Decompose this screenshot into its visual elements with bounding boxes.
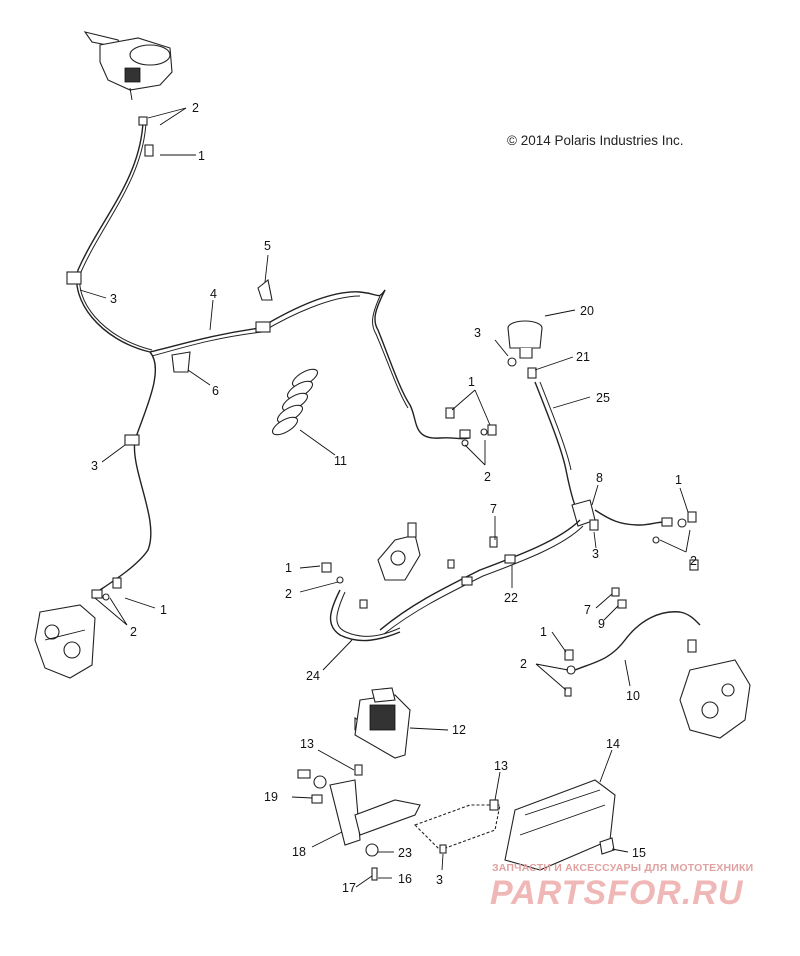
callout-3: 3 xyxy=(91,459,98,473)
front-brake-hose-left xyxy=(76,121,156,591)
callout-12: 12 xyxy=(452,723,466,737)
callout-7: 7 xyxy=(584,603,591,617)
callout-8: 8 xyxy=(596,471,603,485)
callout-1: 1 xyxy=(675,473,682,487)
master-cylinder-handlebar xyxy=(83,31,173,101)
callout-10: 10 xyxy=(626,689,640,703)
callout-14: 14 xyxy=(606,737,620,751)
rear-brake-hose-10 xyxy=(574,611,701,671)
callout-3: 3 xyxy=(592,547,599,561)
watermark-logo: PARTSFOR.RU xyxy=(490,874,744,912)
brake-fluid-reservoir xyxy=(507,320,543,367)
callout-2: 2 xyxy=(192,101,199,115)
hose-clip-21 xyxy=(527,367,537,379)
callout-2: 2 xyxy=(520,657,527,671)
callout-20: 20 xyxy=(580,304,594,318)
brake-line-24 xyxy=(329,589,401,642)
brake-line-4 xyxy=(149,289,386,353)
leader-lines xyxy=(79,107,691,888)
callout-22: 22 xyxy=(504,591,518,605)
watermark-subtitle: ЗАПЧАСТИ И АКСЕССУАРЫ ДЛЯ МОТОТЕХНИКИ xyxy=(492,862,754,874)
hose-clamps-11 xyxy=(271,368,319,436)
center-fittings xyxy=(445,407,497,447)
copyright-text: © 2014 Polaris Industries Inc. xyxy=(507,133,684,148)
callout-4: 4 xyxy=(210,287,217,301)
proportioning-valve xyxy=(377,522,421,581)
callout-19: 19 xyxy=(264,790,278,804)
callout-2: 2 xyxy=(285,587,292,601)
callout-7: 7 xyxy=(490,502,497,516)
callout-21: 21 xyxy=(576,350,590,364)
hose-fittings xyxy=(66,116,154,601)
callout-1: 1 xyxy=(468,375,475,389)
callout-3: 3 xyxy=(110,292,117,306)
callout-16: 16 xyxy=(398,872,412,886)
callout-1: 1 xyxy=(198,149,205,163)
abs-module xyxy=(354,687,411,759)
callout-15: 15 xyxy=(632,846,646,860)
callout-2: 2 xyxy=(484,470,491,484)
callout-13: 13 xyxy=(300,737,314,751)
rear-caliper xyxy=(679,659,751,739)
callout-1: 1 xyxy=(285,561,292,575)
callout-25: 25 xyxy=(596,391,610,405)
callout-5: 5 xyxy=(264,239,271,253)
abs-bracket xyxy=(297,764,421,881)
brake-line-22 xyxy=(379,519,581,631)
callout-6: 6 xyxy=(212,384,219,398)
abs-cover xyxy=(504,779,616,871)
front-caliper-left xyxy=(34,604,96,679)
callout-2: 2 xyxy=(130,625,137,639)
callout-1: 1 xyxy=(160,603,167,617)
callout-9: 9 xyxy=(598,617,605,631)
callout-17: 17 xyxy=(342,881,356,895)
brake-line-right xyxy=(594,509,666,526)
callout-3: 3 xyxy=(474,326,481,340)
callout-11: 11 xyxy=(334,454,347,468)
callout-3: 3 xyxy=(436,873,443,887)
brake-line-center xyxy=(374,289,471,440)
callout-23: 23 xyxy=(398,846,412,860)
mounting-plate xyxy=(414,799,501,854)
callout-24: 24 xyxy=(306,669,320,683)
callout-labels: 2 1 3 4 5 6 11 3 1 2 3 1 2 20 21 25 8 1 … xyxy=(91,101,697,895)
callout-13: 13 xyxy=(494,759,508,773)
callout-1: 1 xyxy=(540,625,547,639)
callout-2: 2 xyxy=(690,554,697,568)
callout-18: 18 xyxy=(292,845,306,859)
